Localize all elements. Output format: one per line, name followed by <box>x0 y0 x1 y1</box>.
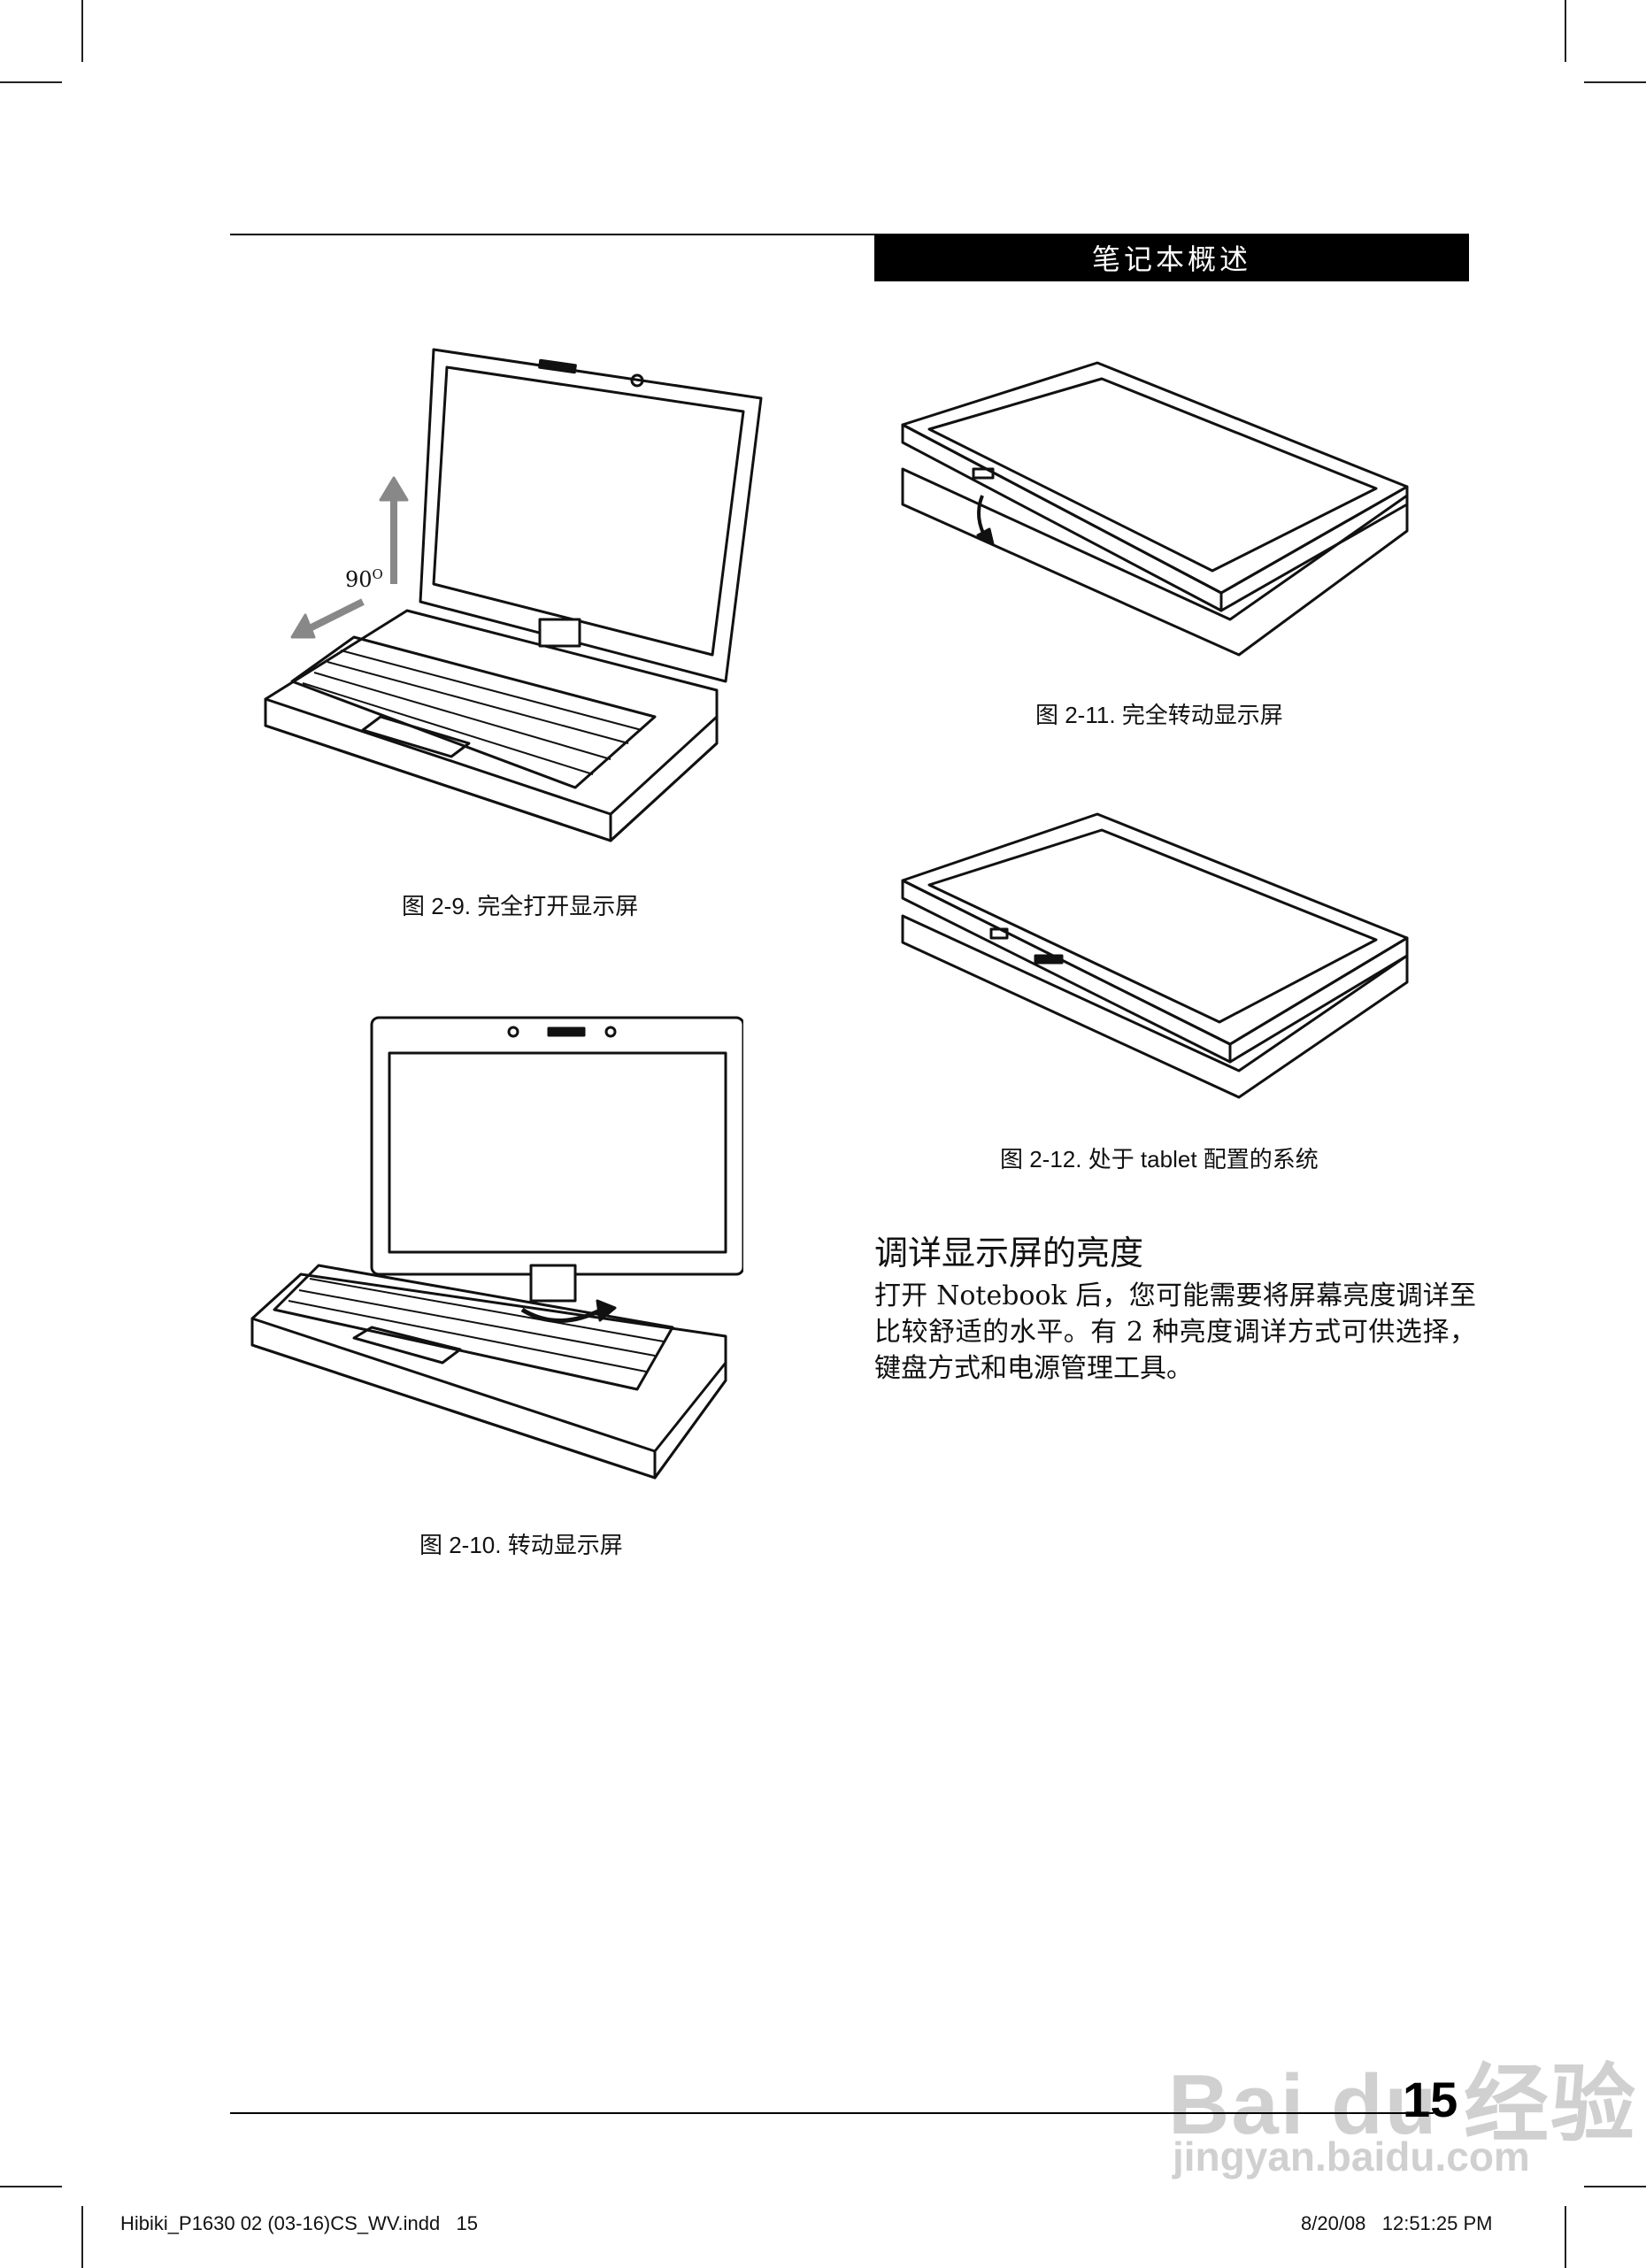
body-paragraph: 打开 Notebook 后，您可能需要将屏幕亮度调详至比较舒适的水平。有 2 种… <box>874 1280 1476 1384</box>
figure-2-9-illustration <box>257 345 788 850</box>
section-header: 笔记本概述 <box>874 234 1469 281</box>
angle-label: 90O <box>345 566 383 592</box>
figure-caption: 图 2-9. 完全打开显示屏 <box>402 893 639 919</box>
section-title: 调详显示屏的亮度 <box>874 1234 1144 1272</box>
footer-rule <box>230 2112 1434 2114</box>
crop-mark <box>1584 2186 1646 2187</box>
figure-caption: 图 2-10. 转动显示屏 <box>419 1532 623 1558</box>
watermark-url: jingyan.baidu.com <box>1173 2133 1530 2180</box>
crop-mark <box>1565 0 1566 62</box>
crop-mark <box>81 0 83 62</box>
footer-file-info: Hibiki_P1630 02 (03-16)CS_WV.indd 15 <box>120 2212 478 2234</box>
baidu-watermark: Bai du 经验 <box>1168 2057 1638 2152</box>
header-rule <box>230 234 1469 235</box>
figure-2-10-illustration <box>248 1009 743 1504</box>
figure-caption: 图 2-12. 处于 tablet 配置的系统 <box>1000 1146 1319 1172</box>
crop-mark <box>1565 2206 1566 2268</box>
figure-caption: 图 2-11. 完全转动显示屏 <box>1035 702 1283 728</box>
crop-mark <box>81 2206 83 2268</box>
footer-timestamp: 8/20/08 12:51:25 PM <box>1301 2212 1493 2234</box>
crop-mark <box>1584 81 1646 83</box>
crop-mark <box>0 81 62 83</box>
figure-2-11-illustration <box>894 354 1425 673</box>
figure-2-12-illustration <box>894 805 1425 1106</box>
crop-mark <box>0 2186 62 2187</box>
page-number: 15 <box>1403 2072 1458 2127</box>
